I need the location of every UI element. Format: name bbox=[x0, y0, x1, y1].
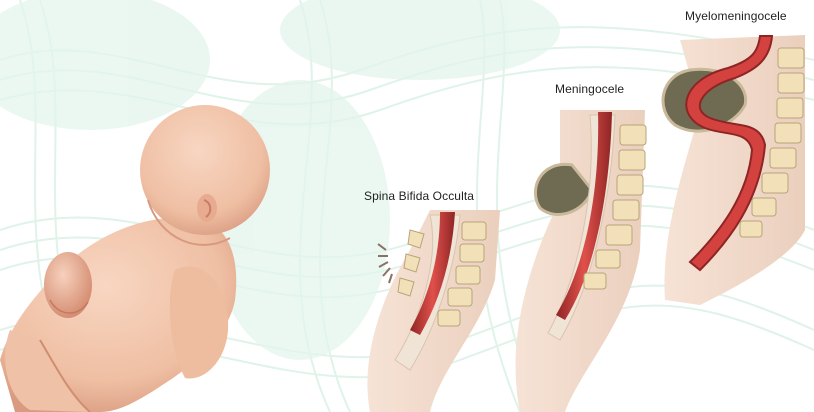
label-spina-bifida-occulta: Spina Bifida Occulta bbox=[364, 189, 474, 203]
spine-section-myelomeningocele bbox=[663, 35, 805, 305]
spine-section-meningocele bbox=[516, 110, 646, 412]
label-myelomeningocele: Myelomeningocele bbox=[685, 9, 787, 23]
back-lump-icon bbox=[44, 252, 92, 318]
baby-ear bbox=[197, 194, 217, 222]
baby-figure bbox=[0, 105, 270, 412]
label-meningocele: Meningocele bbox=[555, 82, 624, 96]
